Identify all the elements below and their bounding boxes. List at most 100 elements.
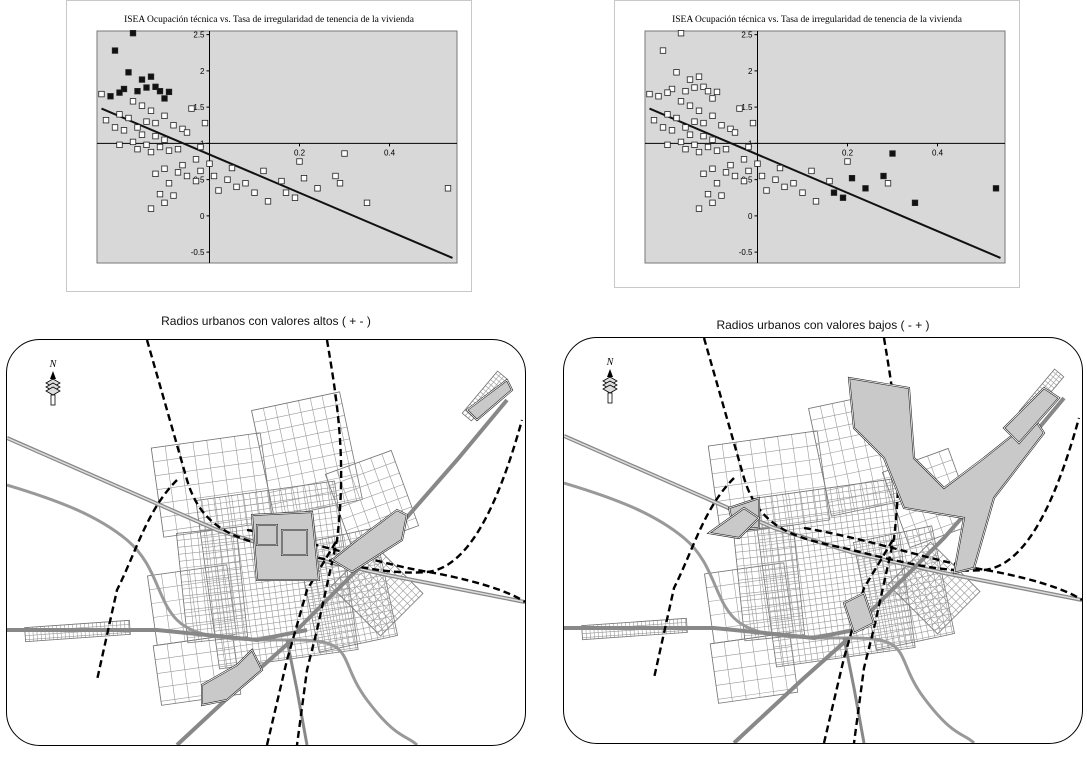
city-map-right: N bbox=[564, 338, 1082, 743]
data-point bbox=[165, 147, 173, 154]
data-point bbox=[98, 90, 105, 98]
data-point bbox=[197, 167, 204, 175]
data-point bbox=[134, 146, 141, 153]
highlighted-point bbox=[134, 88, 141, 95]
data-point bbox=[161, 136, 168, 143]
map-caption-right: Radios urbanos con valores bajos ( - + ) bbox=[716, 318, 930, 332]
data-point bbox=[138, 102, 146, 109]
data-point bbox=[686, 131, 694, 138]
data-point bbox=[812, 198, 820, 205]
data-point bbox=[682, 88, 689, 95]
data-point bbox=[781, 183, 788, 191]
data-point bbox=[129, 98, 137, 105]
data-point bbox=[686, 76, 694, 83]
data-point bbox=[147, 148, 155, 156]
data-point bbox=[691, 84, 698, 91]
data-point bbox=[731, 172, 739, 180]
highlighted-point bbox=[848, 175, 856, 182]
data-point bbox=[691, 118, 698, 125]
data-point bbox=[740, 156, 748, 163]
highlighted-area bbox=[330, 508, 409, 574]
x-tick-label: 0.2 bbox=[842, 148, 854, 157]
data-point bbox=[884, 180, 892, 187]
data-point bbox=[772, 176, 779, 183]
highlighted-point bbox=[830, 189, 838, 196]
y-tick-label: 2 bbox=[200, 67, 205, 76]
data-point bbox=[228, 164, 236, 172]
highlighted-point bbox=[911, 199, 919, 206]
data-point bbox=[700, 119, 707, 127]
railway-line bbox=[145, 340, 524, 574]
main-road bbox=[7, 628, 308, 643]
data-point bbox=[300, 175, 308, 182]
north-arrow-icon: N bbox=[602, 357, 618, 404]
highlighted-point bbox=[161, 95, 168, 102]
data-point bbox=[713, 88, 721, 96]
highlighted-point bbox=[839, 194, 847, 201]
x-tick-label: 0.4 bbox=[384, 148, 396, 157]
highlighted-point bbox=[125, 69, 132, 76]
data-point bbox=[116, 111, 123, 118]
highlighted-point bbox=[107, 93, 114, 100]
data-point bbox=[242, 180, 249, 187]
data-point bbox=[332, 172, 339, 180]
railway-line bbox=[295, 340, 343, 745]
data-point bbox=[749, 119, 757, 127]
main-road bbox=[285, 639, 309, 745]
data-point bbox=[116, 141, 123, 148]
data-point bbox=[709, 136, 716, 143]
highlighted-area bbox=[201, 648, 264, 707]
highlighted-area bbox=[465, 378, 514, 422]
highlighted-area bbox=[842, 591, 876, 635]
data-point bbox=[709, 112, 716, 119]
x-tick-label: 0.2 bbox=[294, 148, 306, 157]
data-point bbox=[206, 160, 213, 167]
data-point bbox=[695, 73, 703, 80]
data-point bbox=[677, 30, 685, 37]
data-point bbox=[677, 138, 685, 146]
data-point bbox=[170, 122, 177, 129]
data-point bbox=[727, 125, 734, 133]
data-point bbox=[754, 160, 761, 167]
data-point bbox=[143, 118, 150, 125]
data-point bbox=[682, 124, 689, 131]
highlighted-point bbox=[143, 84, 150, 91]
data-point bbox=[134, 124, 141, 131]
chart-panel-left: ISEA Ocupación técnica vs. Tasa de irreg… bbox=[66, 0, 472, 292]
highlighted-point bbox=[147, 73, 155, 80]
data-point bbox=[161, 199, 168, 206]
highlighted-point bbox=[992, 185, 1000, 192]
north-label: N bbox=[49, 359, 58, 370]
north-label: N bbox=[606, 357, 615, 368]
highlighted-point bbox=[120, 85, 128, 93]
main-road bbox=[842, 637, 866, 743]
data-point bbox=[695, 148, 703, 156]
data-point bbox=[700, 132, 707, 140]
data-point bbox=[183, 172, 191, 180]
data-point bbox=[183, 129, 191, 136]
y-tick-label: 2.5 bbox=[741, 31, 753, 40]
data-point bbox=[713, 180, 721, 187]
data-point bbox=[722, 169, 730, 176]
y-tick-label: 1.5 bbox=[741, 103, 753, 112]
data-point bbox=[673, 114, 680, 122]
data-point bbox=[799, 189, 806, 196]
highlighted-point bbox=[862, 185, 869, 192]
y-tick-label: 0.5 bbox=[741, 176, 753, 185]
data-point bbox=[668, 85, 676, 93]
data-point bbox=[192, 177, 200, 185]
data-point bbox=[776, 164, 784, 172]
data-point bbox=[700, 170, 707, 177]
data-point bbox=[763, 187, 770, 194]
main-road bbox=[564, 626, 865, 641]
data-point bbox=[704, 190, 712, 198]
data-point bbox=[704, 88, 712, 95]
data-point bbox=[125, 114, 132, 122]
data-point bbox=[650, 117, 658, 124]
data-point bbox=[677, 98, 685, 105]
data-point bbox=[282, 189, 290, 196]
data-point bbox=[152, 119, 159, 127]
data-point bbox=[691, 141, 698, 148]
data-point bbox=[291, 194, 299, 201]
data-point bbox=[659, 124, 667, 131]
